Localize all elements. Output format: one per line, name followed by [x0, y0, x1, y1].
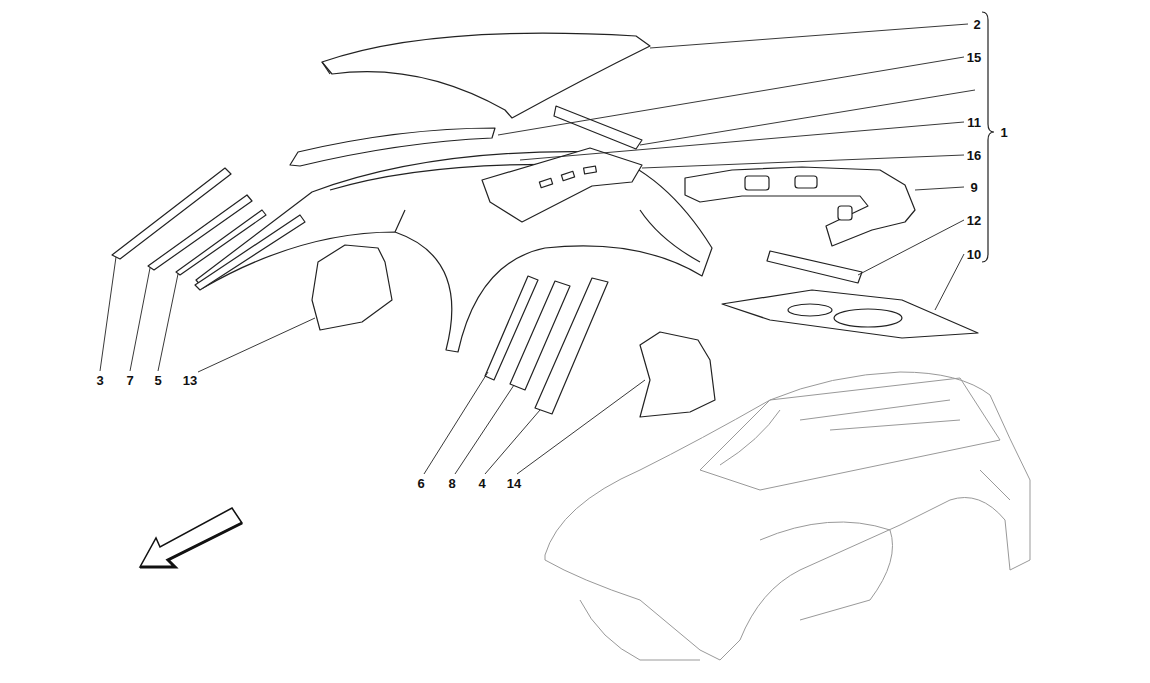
callout-number: 15: [967, 51, 981, 64]
callout-number: 6: [417, 477, 424, 490]
callout-number: 4: [478, 477, 485, 490]
callout-number: 14: [507, 477, 521, 490]
callout-number: 13: [183, 374, 197, 387]
callout-number: 1: [1000, 126, 1007, 139]
callout-number: 9: [970, 181, 977, 194]
callout-number: 16: [967, 149, 981, 162]
callout-number: 7: [126, 374, 133, 387]
callout-number: 12: [967, 214, 981, 227]
callout-number: 3: [96, 374, 103, 387]
callout-number: 8: [448, 477, 455, 490]
callout-number: 11: [967, 116, 981, 129]
callout-number: 5: [154, 374, 161, 387]
callout-number: 10: [967, 248, 981, 261]
callout-number: 2: [973, 18, 980, 31]
